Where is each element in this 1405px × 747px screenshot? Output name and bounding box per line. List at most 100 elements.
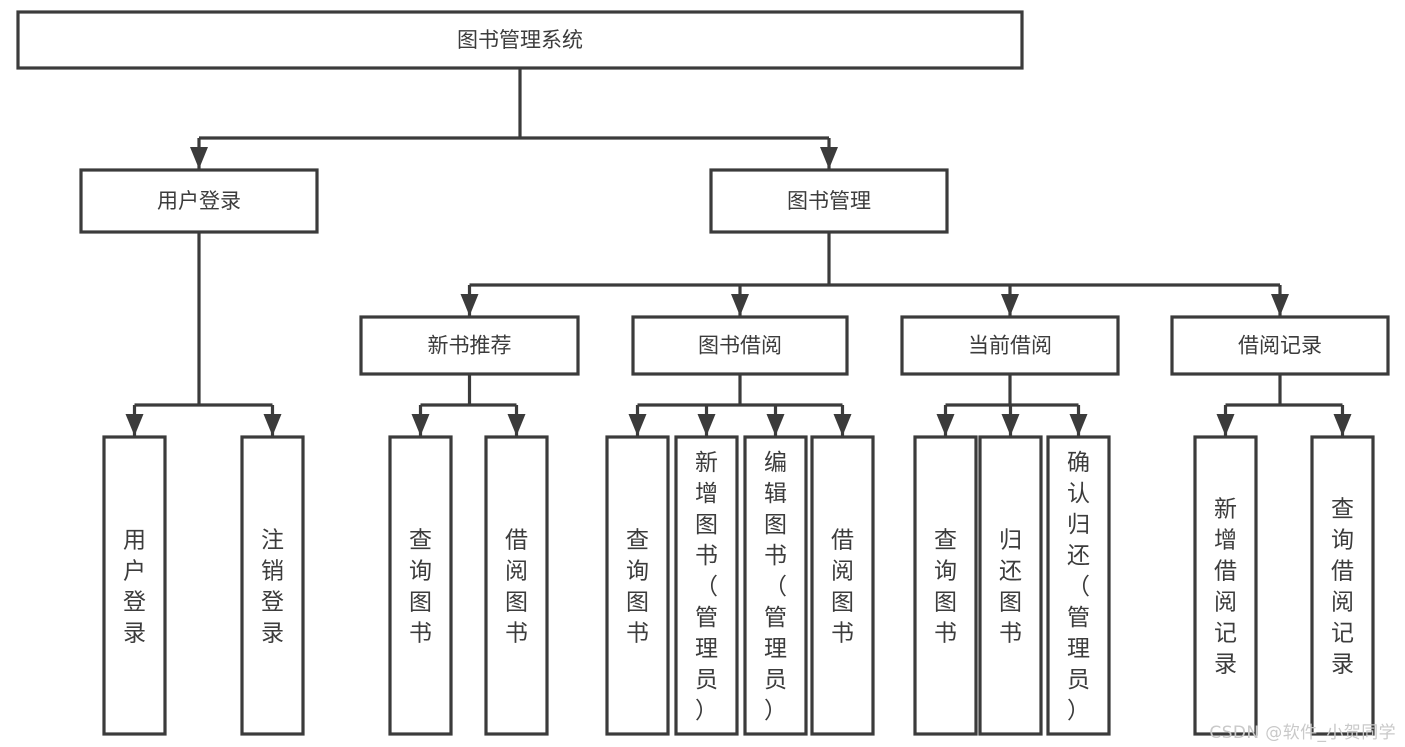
node-label-char: 询 [934, 559, 957, 585]
node-label-char: 借 [505, 528, 528, 554]
node-borrow[interactable]: 图书借阅 [631, 315, 849, 376]
node-label-char: 录 [1331, 652, 1354, 678]
watermark: CSDN @软件_小贺同学 [1209, 723, 1396, 743]
node-label-char: 还 [1067, 543, 1090, 569]
node-label-char: （ [695, 574, 718, 600]
node-label-char: 还 [999, 559, 1022, 585]
arrow-head [263, 414, 282, 436]
node-label-char: 理 [1067, 636, 1090, 662]
node-label-char: 询 [626, 559, 649, 585]
node-current[interactable]: 当前借阅 [900, 315, 1120, 376]
node-label-char: 记 [1331, 621, 1354, 647]
node-box [1170, 315, 1390, 376]
node-newbook[interactable]: 新书推荐 [359, 315, 580, 376]
arrow-head [190, 147, 208, 169]
node-label-char: 书 [764, 543, 787, 569]
node-label-char: 管 [695, 605, 718, 631]
node-label-char: 书 [831, 621, 854, 647]
node-box [359, 315, 580, 376]
node-label: 图书管理系统 [457, 28, 583, 52]
node-label-char: ） [764, 698, 787, 724]
node-box [978, 435, 1043, 736]
node-label-char: （ [1067, 574, 1090, 600]
node-box [388, 435, 453, 736]
node-label-char: 图 [409, 590, 432, 616]
node-box [16, 10, 1024, 70]
node-l1[interactable]: 用户登录 [102, 435, 167, 736]
node-label-char: 管 [764, 605, 787, 631]
node-label-char: 归 [1067, 512, 1090, 538]
node-label-char: 销 [261, 559, 284, 585]
node-layer: 图书管理系统用户登录图书管理新书推荐图书借阅当前借阅借阅记录用户登录注销登录查询… [16, 10, 1390, 736]
node-label-char: 书 [505, 621, 528, 647]
arrow-head [936, 414, 955, 436]
arrow-head [125, 414, 144, 436]
node-label-char: 阅 [1214, 590, 1237, 616]
node-label-char: 书 [999, 621, 1022, 647]
node-box [484, 435, 549, 736]
edge-group-record [1216, 374, 1352, 436]
arrow-head [1001, 414, 1020, 436]
node-box [810, 435, 875, 736]
node-label-char: 录 [261, 621, 284, 647]
node-box [631, 315, 849, 376]
node-label-char: 登 [123, 590, 146, 616]
node-box [102, 435, 167, 736]
node-record[interactable]: 借阅记录 [1170, 315, 1390, 376]
node-label-char: 借 [1331, 559, 1354, 585]
node-label-char: ） [1067, 698, 1090, 724]
node-login[interactable]: 用户登录 [79, 168, 319, 234]
node-root[interactable]: 图书管理系统 [16, 10, 1024, 70]
node-label-char: （ [764, 574, 787, 600]
node-box [913, 435, 978, 736]
node-label-char: 询 [1331, 528, 1354, 554]
node-label-char: 增 [1214, 528, 1237, 554]
node-label-char: 录 [1214, 652, 1237, 678]
arrow-head [628, 414, 647, 436]
node-label-char: 询 [409, 559, 432, 585]
node-label-char: 书 [934, 621, 957, 647]
node-label: 图书借阅 [698, 334, 782, 358]
node-box [900, 315, 1120, 376]
node-label-char: 查 [626, 528, 649, 554]
arrow-head [833, 414, 852, 436]
node-label-char: 图 [695, 512, 718, 538]
node-label-char: 归 [999, 528, 1022, 554]
arrow-head [766, 414, 785, 436]
node-box [709, 168, 949, 234]
edge-layer [125, 68, 1352, 436]
node-label: 新书推荐 [428, 334, 512, 358]
node-label-char: 借 [1214, 559, 1237, 585]
node-label-char: 图 [764, 512, 787, 538]
edge-group-bookmgmt [460, 232, 1289, 316]
node-label-char: 图 [831, 590, 854, 616]
edge-group-newbook [411, 374, 526, 436]
node-label-char: 登 [261, 590, 284, 616]
edge-group-root [190, 68, 838, 169]
node-label-char: 用 [123, 528, 146, 554]
node-label-char: 图 [505, 590, 528, 616]
node-box [1193, 435, 1258, 736]
node-label-char: 新 [1214, 497, 1237, 523]
node-box [240, 435, 305, 736]
node-label-char: 增 [695, 481, 718, 507]
node-label-char: 确 [1067, 450, 1090, 476]
node-bookmgmt[interactable]: 图书管理 [709, 168, 949, 234]
node-label-char: 记 [1214, 621, 1237, 647]
edge-group-current [936, 374, 1088, 436]
arrow-head [731, 294, 749, 316]
node-label-char: 阅 [1331, 590, 1354, 616]
arrow-head [1271, 294, 1289, 316]
